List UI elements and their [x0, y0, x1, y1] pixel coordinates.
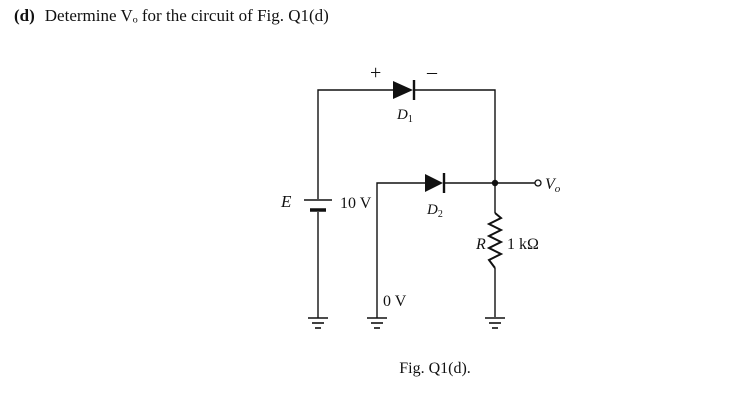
diode-d1: [393, 80, 416, 100]
output-terminal: [534, 179, 542, 187]
wires: [317, 89, 535, 318]
resistor-label: R: [475, 236, 486, 253]
input-voltage-label: 0 V: [383, 293, 407, 310]
battery-label: E: [280, 192, 292, 211]
ground-d2-branch: [367, 317, 387, 329]
ground-battery: [308, 317, 328, 329]
question-number: (d): [14, 6, 35, 25]
output-label: Vo: [545, 176, 561, 195]
question-text: (d) Determine Vₒ for the circuit of Fig. …: [14, 6, 329, 26]
d1-plus-sign: +: [370, 62, 381, 84]
ground-resistor: [485, 317, 505, 329]
question-body: Determine Vₒ for the circuit of Fig. Q1(…: [44, 6, 329, 25]
d1-label: D1: [396, 107, 413, 125]
battery-symbol: [304, 199, 332, 212]
battery-value: 10 V: [340, 195, 372, 212]
d1-minus-sign: –: [426, 61, 438, 83]
junction-dot: [491, 179, 499, 187]
figure-caption-text: Fig. Q1(d).: [399, 360, 471, 377]
d2-label: D2: [426, 202, 443, 220]
resistor-symbol: [486, 212, 504, 269]
figure-caption: Fig. Q1(d).: [0, 360, 744, 378]
resistor-value: 1 kΩ: [507, 236, 539, 253]
diode-d2: [425, 173, 446, 193]
